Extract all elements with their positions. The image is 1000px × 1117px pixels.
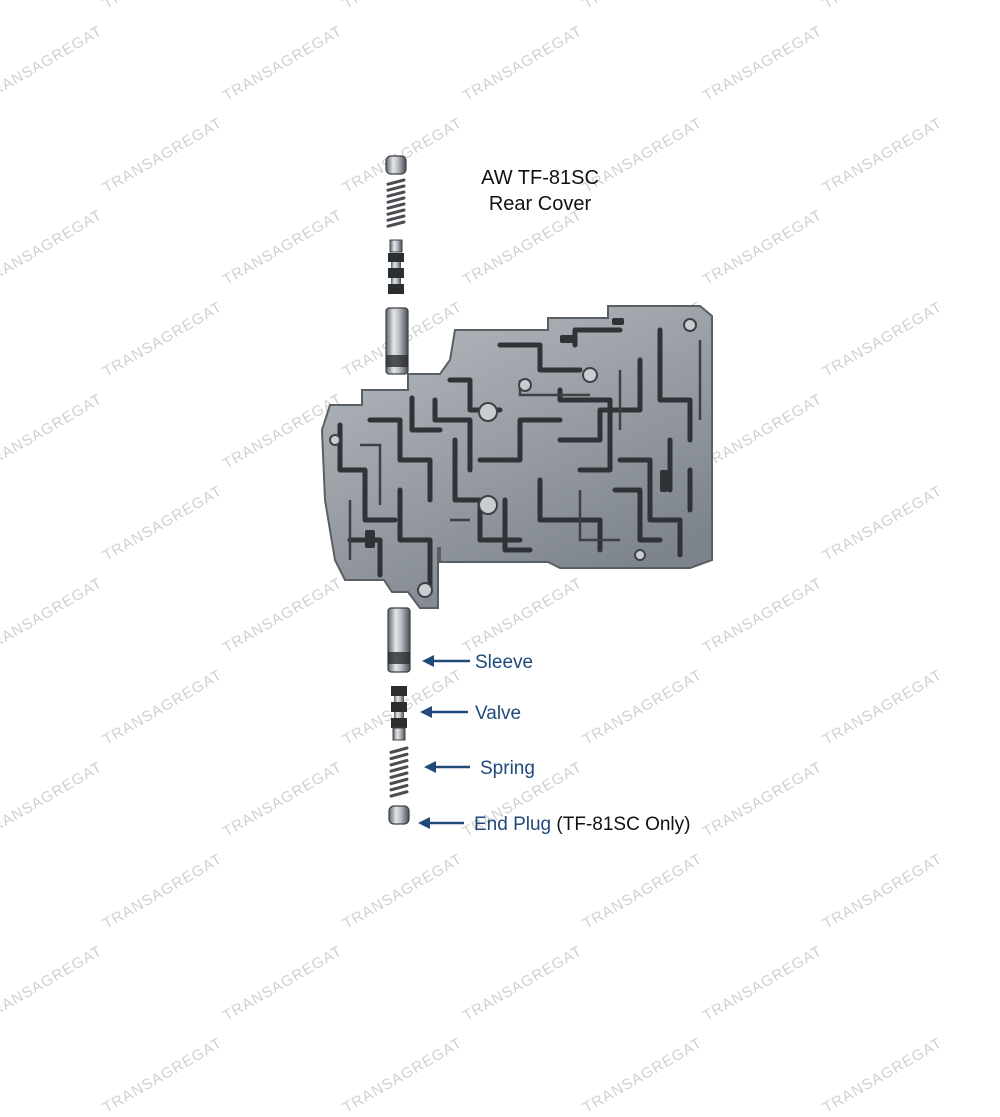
callout-label-sleeve: Sleeve [475, 652, 533, 674]
upper-sleeve [385, 307, 409, 375]
callout-arrow-head [418, 817, 430, 829]
callout-arrows [418, 655, 470, 829]
callout-label-spring: Spring [480, 758, 535, 780]
callout-text: Sleeve [475, 652, 534, 673]
callout-arrow-head [420, 706, 432, 718]
callout-note: (TF-81SC Only) [556, 814, 691, 835]
valve-body-illustration [320, 155, 713, 829]
callout-text: Spring [480, 758, 535, 779]
diagram-canvas: TRANSAGREGAT TRANSAGREGAT TRANSAGREGAT TRAN… [0, 0, 945, 1117]
lower-spring [389, 746, 409, 798]
lower-sleeve [387, 607, 411, 673]
upper-spring [386, 178, 406, 228]
watermark-text: TRANSAGREGAT [820, 1034, 946, 1117]
valve-body-plate [320, 305, 713, 609]
upper-end-plug [385, 155, 407, 175]
upper-valve [388, 239, 404, 294]
callout-text: Valve [475, 703, 522, 724]
diagram-subtitle: Rear Cover [488, 193, 592, 215]
lower-end-plug [388, 805, 410, 825]
watermark-text: TRANSAGREGAT [100, 1034, 226, 1117]
callout-text: End Plug [474, 814, 552, 835]
watermark-text: TRANSAGREGAT [580, 1034, 706, 1117]
callout-label-end-plug: End Plug (TF-81SC Only) [474, 814, 690, 836]
callout-arrow-head [424, 761, 436, 773]
callout-arrow-head [422, 655, 434, 667]
lower-valve [391, 686, 407, 741]
diagram-title: AW TF-81SC [481, 167, 599, 189]
callout-label-valve: Valve [475, 703, 521, 725]
watermark-text: TRANSAGREGAT [340, 1034, 466, 1117]
